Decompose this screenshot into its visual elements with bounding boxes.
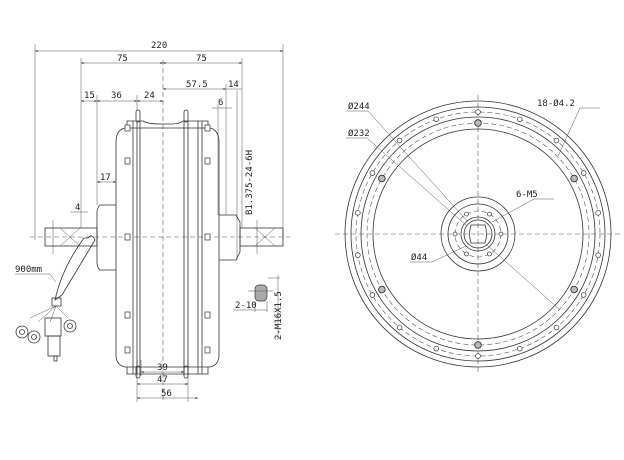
hub-hole xyxy=(487,211,492,217)
extension-lines xyxy=(34,44,284,402)
holes-label: 18-Ø4.2 xyxy=(537,98,575,109)
rim-ring xyxy=(360,116,596,352)
dim-75-right: 75 xyxy=(196,54,207,64)
axle-flat-detail xyxy=(233,275,280,340)
rim-hole xyxy=(595,210,601,216)
dim-57-5: 57.5 xyxy=(186,80,208,90)
dim-56: 56 xyxy=(161,389,172,399)
hub-ring xyxy=(460,216,496,252)
leader-lines xyxy=(346,107,600,311)
rim-bolt xyxy=(474,341,482,349)
rim-hole xyxy=(396,137,403,144)
rim-bolt xyxy=(378,174,386,183)
rim-hole xyxy=(595,252,601,258)
hub-holes-label: 6-M5 xyxy=(516,190,538,200)
motor-body xyxy=(44,109,284,379)
hub-diameter-label: Ø44 xyxy=(411,252,427,263)
rim-ring xyxy=(372,128,584,340)
hole-pitch-circle xyxy=(355,111,601,357)
hub-hole xyxy=(464,211,469,217)
dim-36: 36 xyxy=(111,91,122,101)
rim-hole xyxy=(433,116,440,123)
hub-hole xyxy=(464,251,469,257)
rim-bolts-6 xyxy=(378,119,578,349)
dim-39: 39 xyxy=(157,363,168,373)
hub-outer xyxy=(440,196,516,272)
rim-bolt xyxy=(378,285,386,294)
cable-length-label: 900mm xyxy=(15,265,42,275)
rim-ring xyxy=(350,106,606,362)
rim-hole xyxy=(553,137,560,144)
outer-rim xyxy=(344,100,612,368)
rim-hole xyxy=(369,170,376,176)
hub-hole xyxy=(487,251,492,257)
dim-24: 24 xyxy=(144,91,155,101)
hub-hole xyxy=(498,231,504,237)
rim-hole xyxy=(433,345,440,352)
rim-bolt xyxy=(570,174,578,183)
rim-holes-18 xyxy=(355,109,601,359)
dim-47: 47 xyxy=(157,375,168,385)
rim-hole xyxy=(475,109,481,115)
dim-6: 6 xyxy=(218,98,223,108)
axle-flat-section xyxy=(469,224,487,244)
rim-hole xyxy=(355,210,361,216)
rim-hole xyxy=(516,116,523,123)
rim-hole xyxy=(355,252,361,258)
hub-ring xyxy=(463,219,493,249)
rim-hole xyxy=(580,170,587,176)
front-view: Ø244 Ø232 18-Ø4.2 6-M5 Ø44 xyxy=(335,95,621,375)
rim-hole xyxy=(475,353,481,359)
dim-4: 4 xyxy=(75,203,80,213)
thread-spec-label: B1.375-24-6H xyxy=(245,150,255,215)
rim-hole xyxy=(553,324,560,331)
flat-width-label: 2-10 xyxy=(235,301,257,311)
hub-holes-6 xyxy=(452,211,504,257)
dim-75-left: 75 xyxy=(117,54,128,64)
dim-17: 17 xyxy=(100,173,111,183)
dimension-lines xyxy=(35,50,283,399)
shell-bolts xyxy=(124,124,211,354)
rim-bolt xyxy=(474,119,482,127)
cable-assembly xyxy=(15,235,96,362)
dim-14: 14 xyxy=(228,80,239,90)
rim-bolt xyxy=(570,285,578,294)
outer-diameter-label: Ø244 xyxy=(348,101,370,112)
side-view: 220 75 75 57.5 14 15 36 24 6 17 4 B1.375… xyxy=(15,41,290,402)
axle-thread-label: 2-M16X1.5 xyxy=(274,291,284,340)
rim-hole xyxy=(396,324,403,331)
dim-220: 220 xyxy=(151,41,167,51)
bolt-circle-label: Ø232 xyxy=(348,128,370,139)
rim-hole xyxy=(369,292,376,298)
hub-ring xyxy=(447,203,509,265)
hub-hole xyxy=(452,231,458,237)
rim-hole xyxy=(580,292,587,298)
rim-hole xyxy=(516,345,523,352)
dim-15: 15 xyxy=(84,91,95,101)
